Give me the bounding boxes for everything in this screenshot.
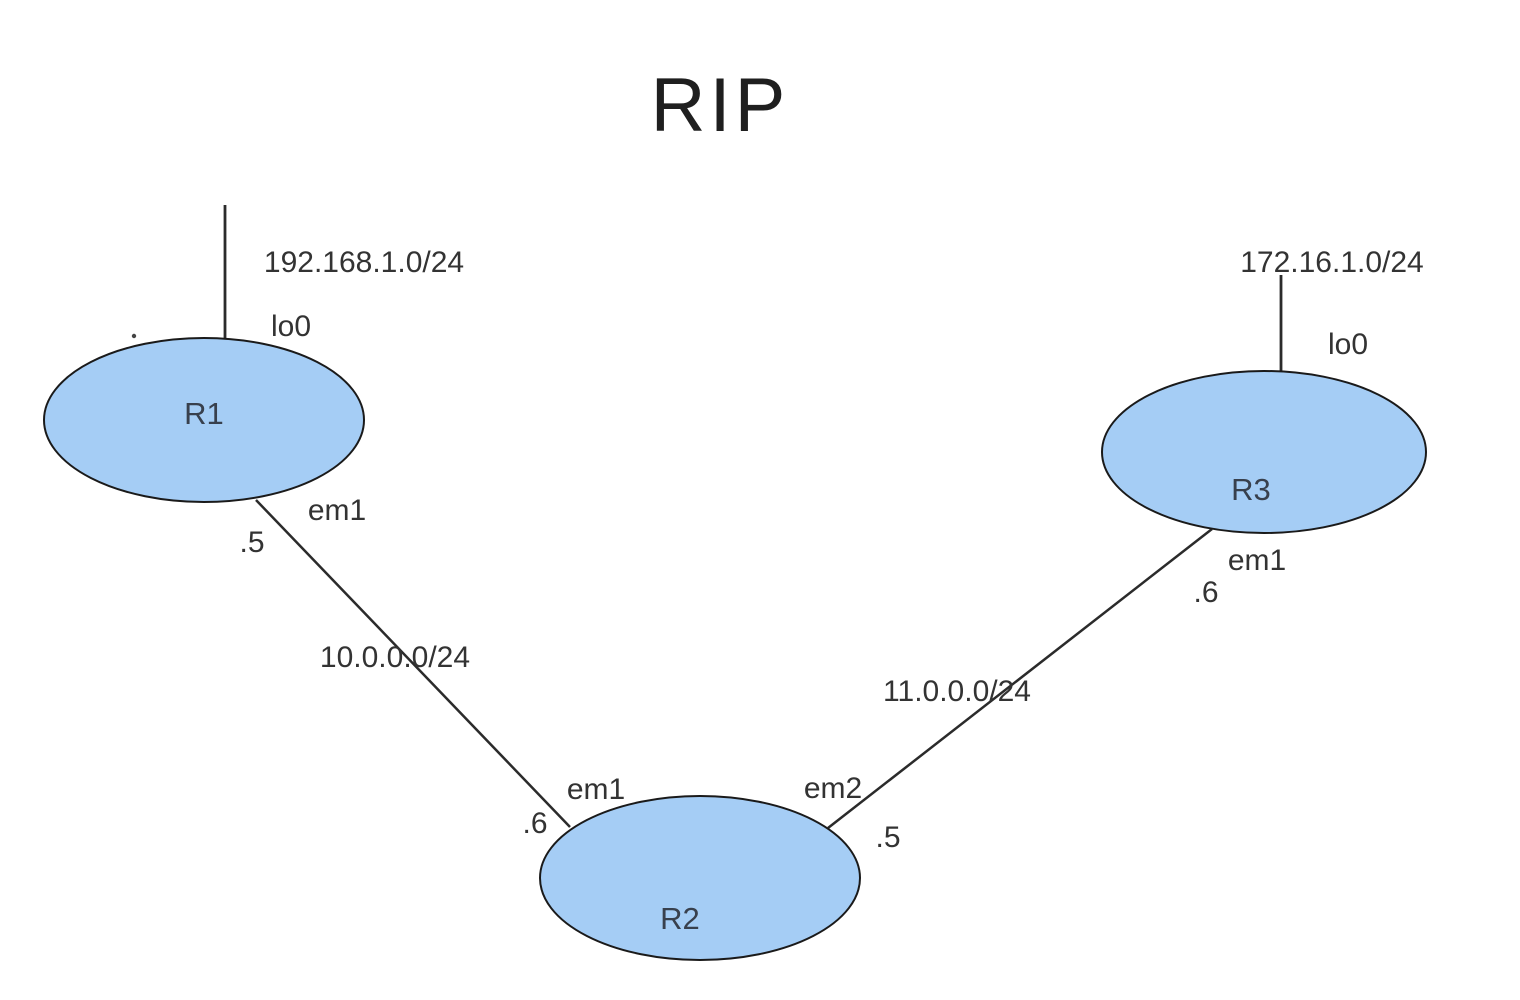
link-r2-r3-network-label: 11.0.0.0/24 (883, 675, 1031, 708)
r1-loopback-interface-label: lo0 (271, 310, 311, 343)
link-r2-r3-r2-interface-label: em2 (804, 772, 862, 805)
link-r1-r2-line (255, 499, 571, 828)
r1-loopback-network-label: 192.168.1.0/24 (264, 246, 464, 279)
router-r1-label: R1 (184, 396, 224, 431)
diagram-title: RIP (651, 63, 790, 148)
link-r1-r2-network-label: 10.0.0.0/24 (320, 641, 470, 674)
link-r1-r2-r2-host-label: .6 (522, 807, 547, 840)
link-r2-r3-line (827, 528, 1213, 829)
link-r2-r3-r2-host-label: .5 (875, 821, 900, 854)
r3-loopback-network-label: 172.16.1.0/24 (1240, 246, 1424, 279)
artifact-dot (131, 333, 137, 339)
router-r2-node (539, 795, 861, 961)
link-r2-r3-r3-interface-label: em1 (1228, 544, 1286, 577)
router-r3-label: R3 (1231, 472, 1271, 507)
link-r2-r3-r3-host-label: .6 (1193, 576, 1218, 609)
router-r2-label: R2 (660, 901, 700, 936)
r3-loopback-interface-label: lo0 (1328, 328, 1368, 361)
link-r1-r2-r1-interface-label: em1 (308, 494, 366, 527)
link-r1-r2-r2-interface-label: em1 (567, 773, 625, 806)
link-r1-r2-r1-host-label: .5 (239, 526, 264, 559)
router-r3-node (1101, 370, 1427, 534)
router-r1-node (43, 337, 365, 503)
